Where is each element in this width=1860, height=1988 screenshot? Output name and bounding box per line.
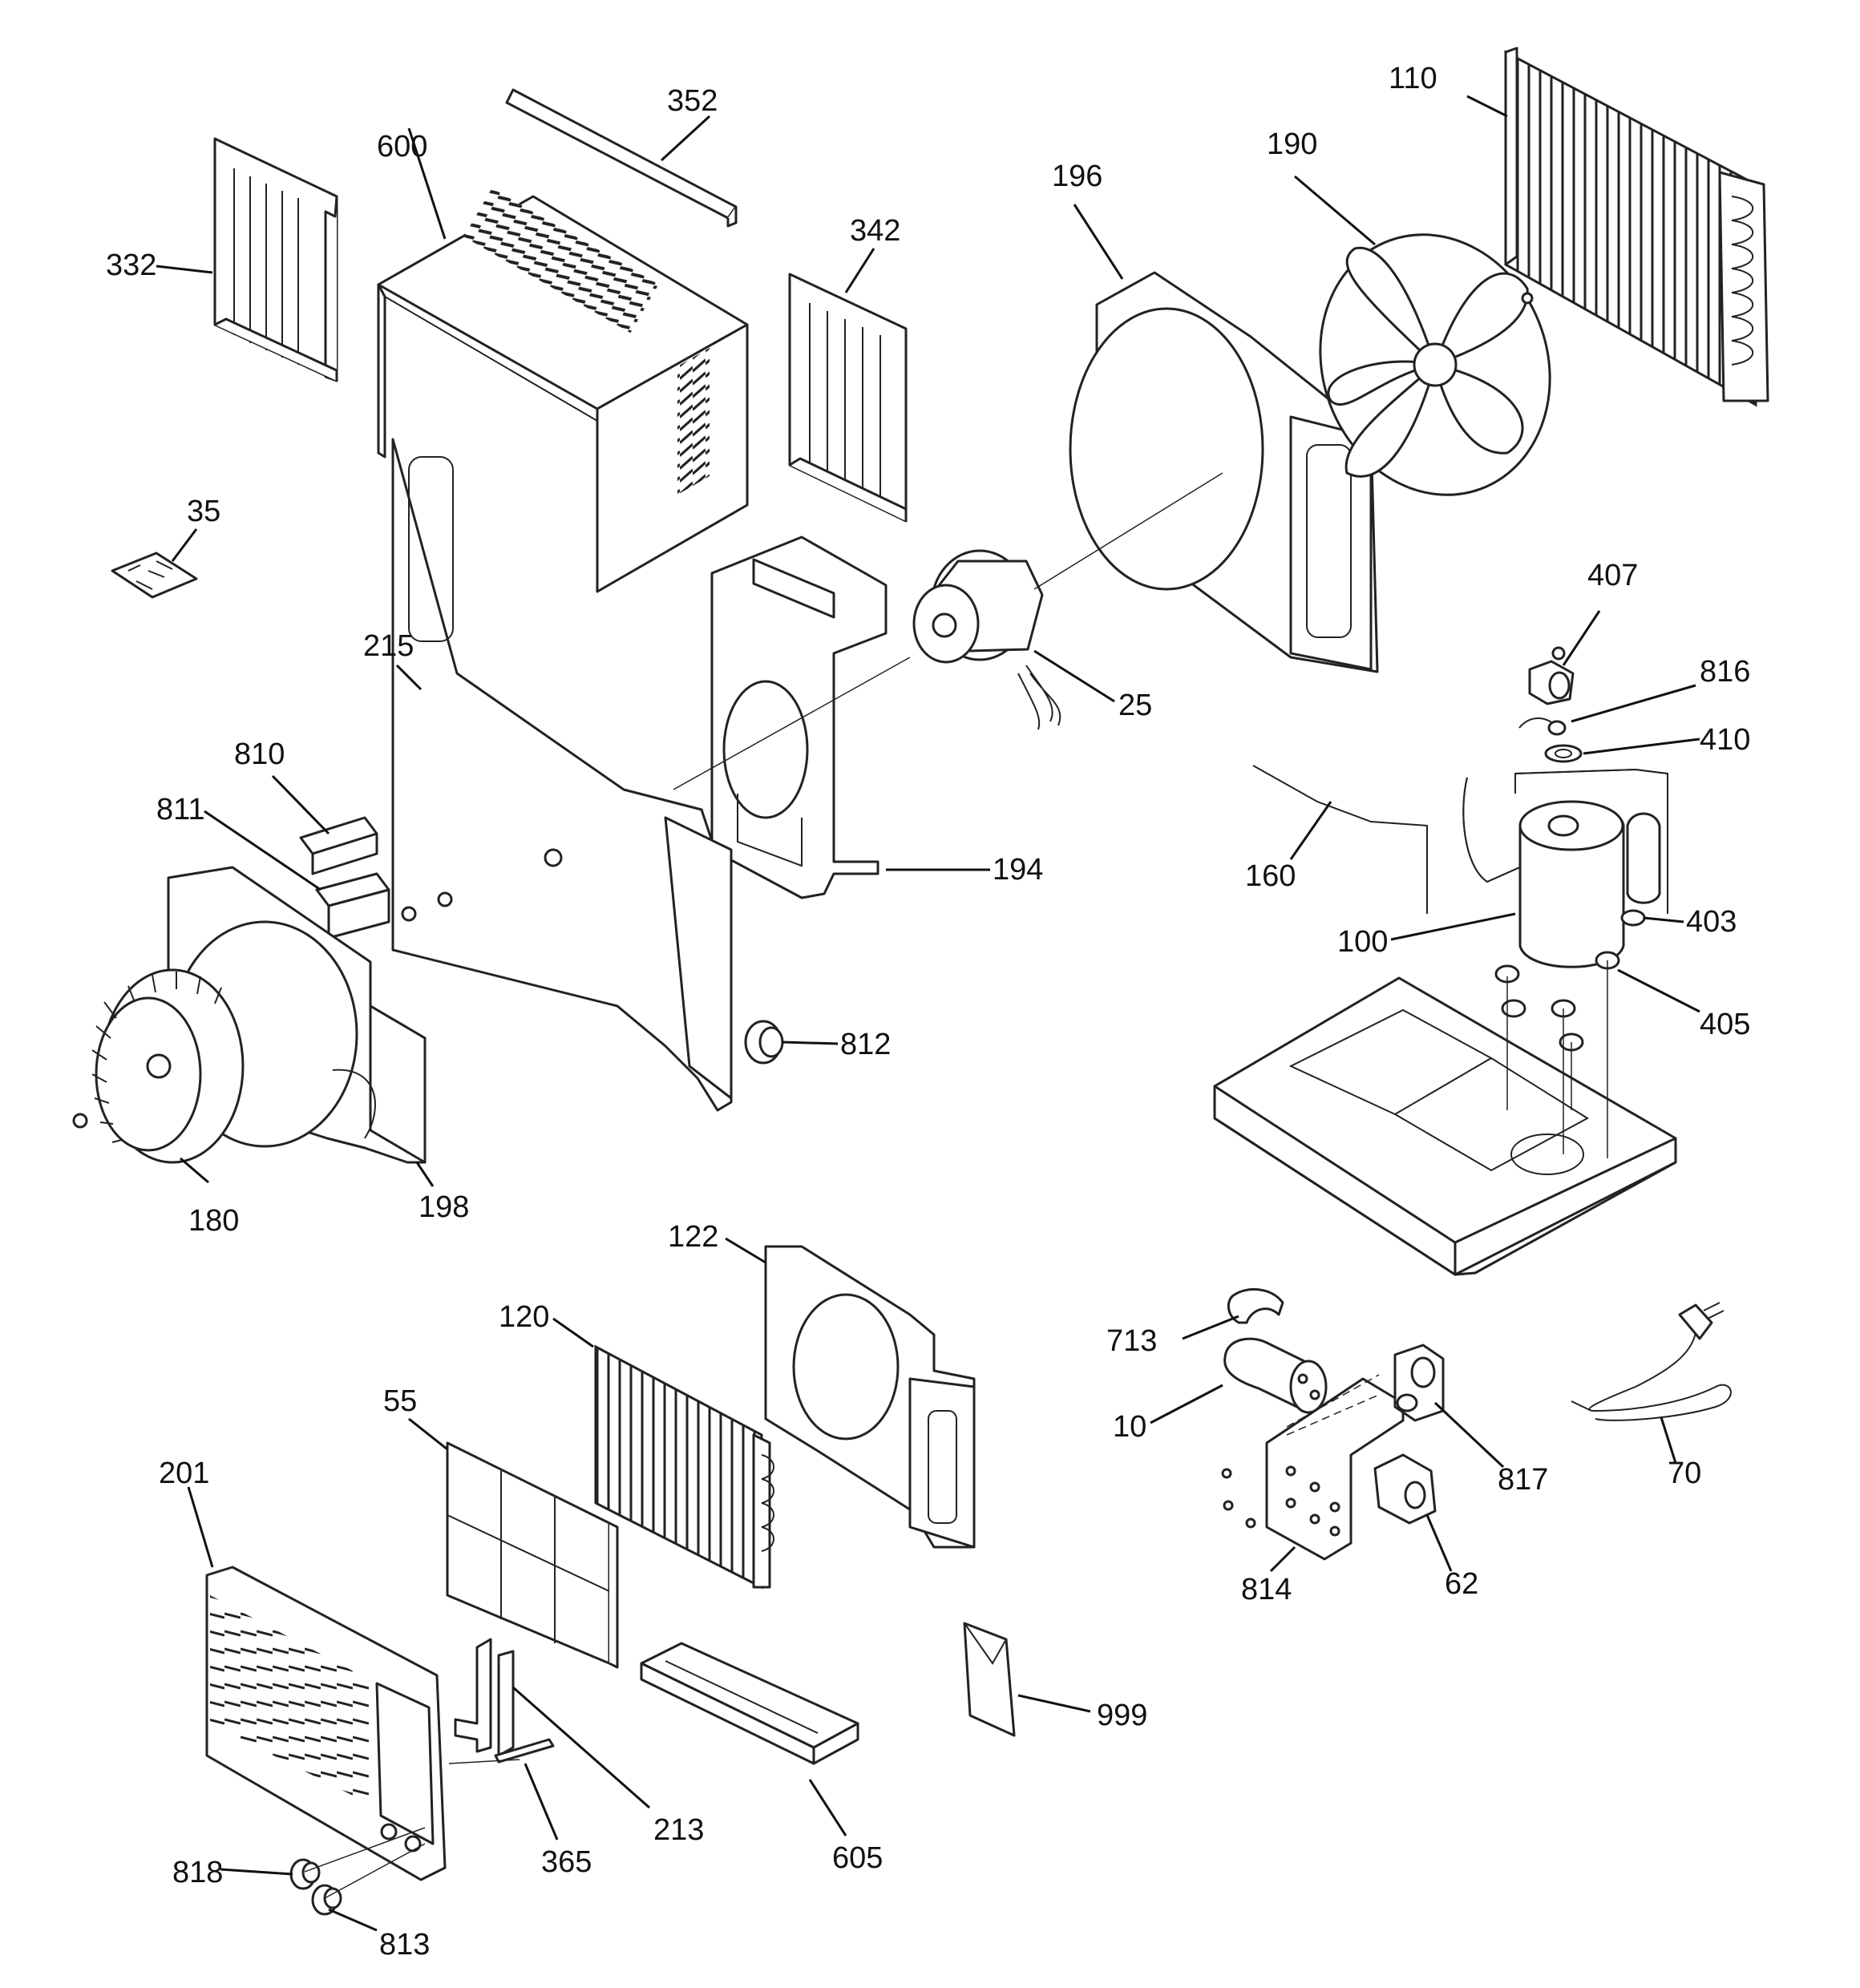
label-160: 160 [1245,859,1296,893]
label-213: 213 [653,1813,704,1847]
label-201: 201 [159,1457,209,1490]
label-190: 190 [1267,127,1317,161]
grommet-403 [1620,909,1646,927]
label-813: 813 [379,1928,430,1962]
compressor-100 [1462,768,1668,968]
evaporator-shroud-122 [764,1245,976,1549]
label-110: 110 [1389,62,1437,95]
motor-mount-194 [710,535,888,899]
label-10: 10 [1113,1410,1146,1444]
assembly-axis-lines [304,472,1608,1899]
label-122: 122 [668,1220,718,1254]
label-810: 810 [234,737,285,771]
label-812: 812 [840,1028,891,1061]
label-814: 814 [1241,1573,1292,1606]
label-817: 817 [1498,1463,1548,1497]
label-352: 352 [667,84,718,118]
capacitor-10 [1223,1337,1328,1414]
switch-817 [1393,1344,1445,1422]
label-100: 100 [1337,925,1388,959]
condenser-fan-190 [1319,233,1551,496]
label-62: 62 [1445,1567,1478,1601]
label-407: 407 [1587,559,1638,592]
insulation-810 [299,816,378,875]
front-grille-201 [205,1566,447,1881]
label-35: 35 [187,495,220,528]
label-816: 816 [1700,655,1750,689]
label-332: 332 [106,248,156,282]
drain-tray-605 [640,1642,859,1765]
bracket-365 [494,1738,555,1764]
label-342: 342 [850,214,900,248]
top-rail-352 [505,88,738,228]
label-55: 55 [383,1384,417,1418]
strap-713 [1227,1287,1284,1324]
label-196: 196 [1052,160,1102,193]
label-198: 198 [418,1190,469,1224]
knob-818 [289,1858,321,1890]
label-713: 713 [1106,1324,1157,1358]
insulation-811 [315,872,390,939]
blower-wheel-180 [72,968,245,1164]
manual-999 [963,1622,1016,1737]
label-403: 403 [1686,905,1737,939]
gasket-410 [1544,744,1583,763]
label-605: 605 [832,1841,883,1875]
condenser-coil-110 [1504,46,1769,407]
air-filter-55 [446,1441,619,1669]
label-180: 180 [188,1204,239,1238]
fan-motor-25 [912,549,1061,730]
partition-215 [391,438,733,1112]
label-405: 405 [1700,1008,1750,1041]
condenser-shroud-196 [1069,271,1379,673]
label-365: 365 [541,1845,592,1879]
cover-816 [1518,717,1567,736]
label-120: 120 [499,1300,549,1334]
side-curtain-332 [213,137,338,382]
label-70: 70 [1668,1457,1701,1490]
screw-kit-35 [111,552,198,599]
control-bracket-814 [1221,1374,1405,1561]
part-labels: 110 352 600 190 196 342 332 35 407 215 8… [106,62,1750,1962]
label-194: 194 [993,853,1043,887]
label-25: 25 [1118,689,1152,722]
knob-813 [311,1884,342,1916]
grommet-812 [744,1020,784,1065]
base-pan [1213,976,1677,1276]
evaporator-coil-120 [594,1344,774,1590]
thermostat-62 [1373,1453,1437,1525]
power-cord-70 [1571,1302,1732,1421]
tube-160 [1252,765,1428,914]
side-curtain-342 [788,273,908,523]
cabinet-600 [377,188,749,593]
bracket-213 [454,1638,515,1757]
label-811: 811 [156,793,205,826]
label-600: 600 [377,130,427,164]
label-215: 215 [363,629,414,663]
label-410: 410 [1700,723,1750,757]
label-999: 999 [1097,1699,1147,1732]
overload-407 [1528,646,1575,705]
leader-lines [156,95,1700,1932]
label-818: 818 [172,1856,223,1889]
